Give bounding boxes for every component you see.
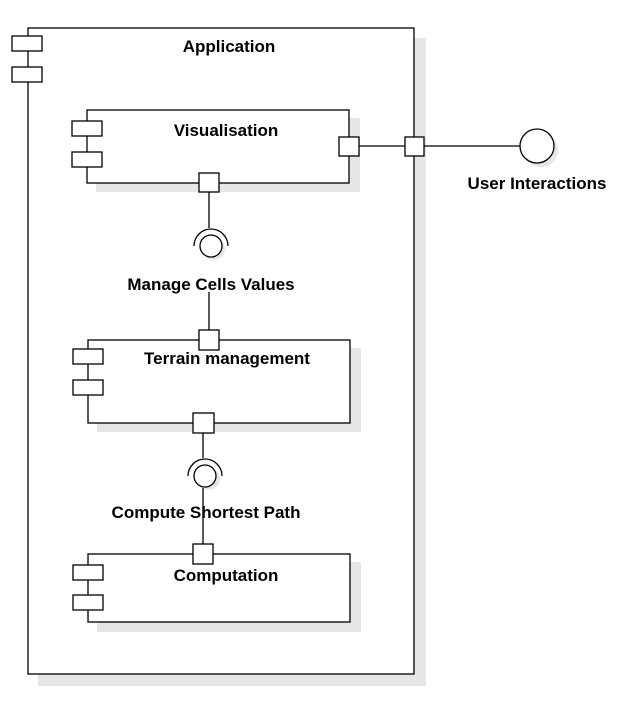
required-interface-socket [187, 458, 223, 477]
visualisation-label: Visualisation [174, 121, 279, 140]
terrain-management-component: Terrain management [72, 339, 361, 432]
required-interface-ball [199, 234, 223, 258]
manage-cells-values-interface: Manage Cells Values [127, 172, 295, 351]
terrain-management-component-icon [72, 348, 104, 396]
port [192, 412, 215, 434]
manage-cells-values-label: Manage Cells Values [127, 275, 294, 294]
port [338, 136, 360, 157]
port [198, 172, 220, 193]
visualisation-component: Visualisation [71, 109, 360, 192]
compute-shortest-path-label: Compute Shortest Path [112, 503, 301, 522]
port [404, 136, 425, 157]
user-interactions-label: User Interactions [468, 174, 607, 193]
port [192, 543, 214, 565]
application-label: Application [183, 37, 276, 56]
port [198, 329, 220, 351]
computation-component-icon [72, 564, 104, 611]
visualisation-component-icon [71, 120, 103, 168]
terrain-management-label: Terrain management [144, 349, 310, 368]
computation-component: Computation [72, 553, 361, 632]
user-interactions-interface: User Interactions [338, 128, 607, 193]
required-interface-ball [193, 464, 217, 488]
application-component-icon [11, 35, 43, 83]
computation-label: Computation [174, 566, 279, 585]
compute-shortest-path-interface: Compute Shortest Path [112, 412, 301, 565]
provided-interface-lollipop [519, 128, 555, 164]
required-interface-socket [193, 228, 229, 247]
